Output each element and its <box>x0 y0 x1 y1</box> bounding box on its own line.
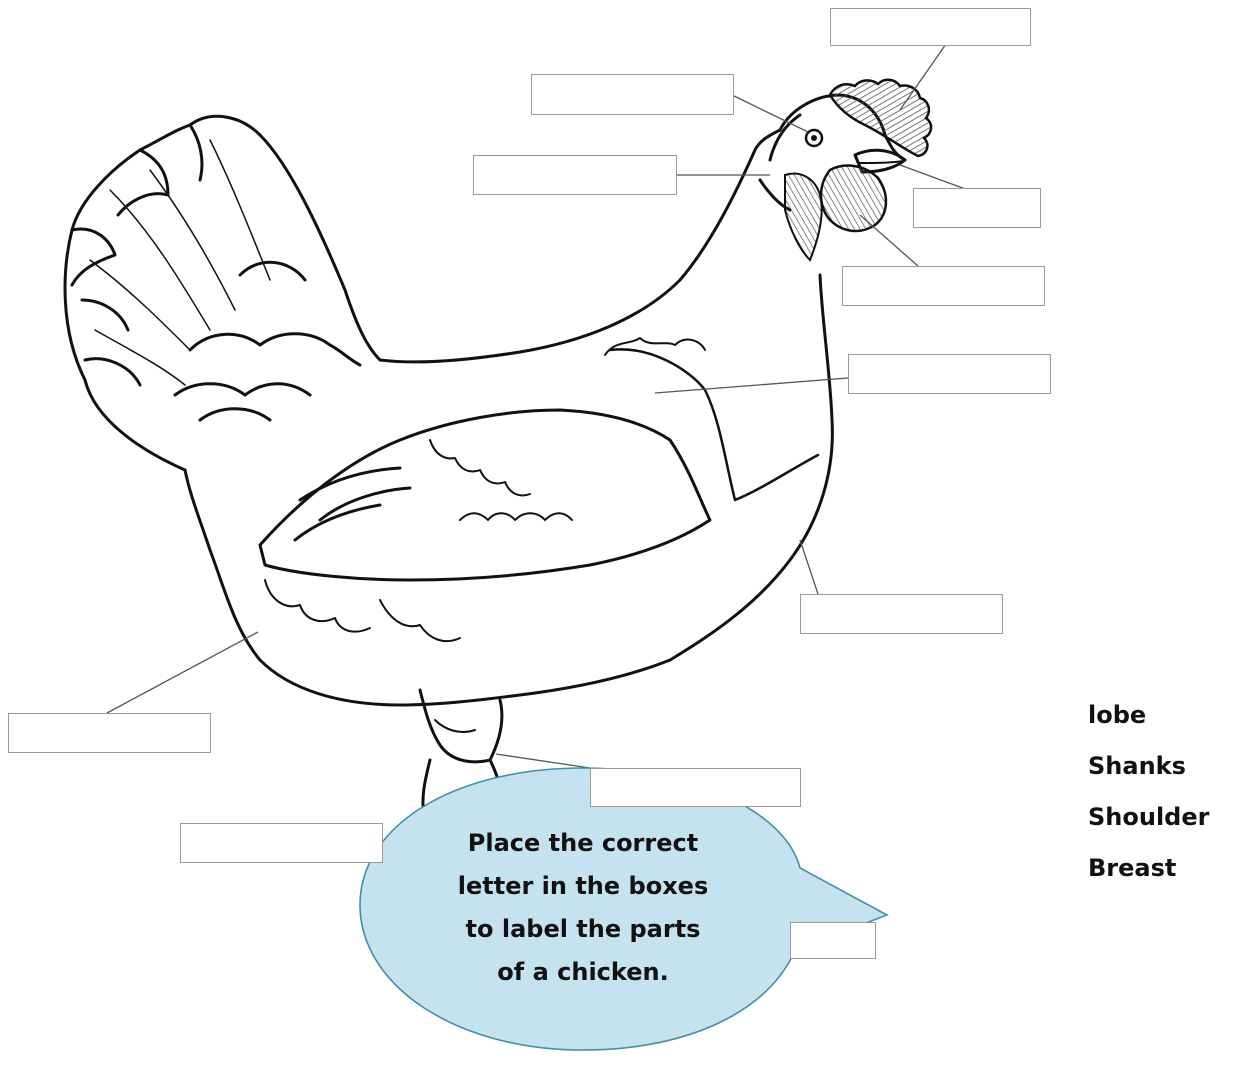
belly-outline <box>183 468 522 707</box>
answer-box-breast[interactable] <box>800 594 1003 634</box>
instruction-line: letter in the boxes <box>457 872 709 900</box>
word-bank-item: lobe <box>1088 701 1147 729</box>
leader-breast <box>799 539 819 595</box>
leader-thigh <box>106 631 259 714</box>
answer-box-shoulder[interactable] <box>848 354 1051 394</box>
answer-box-wattle[interactable] <box>842 266 1045 306</box>
answer-box-eye[interactable] <box>531 74 734 115</box>
eye-circle <box>804 128 824 148</box>
word-bank-item: Breast <box>1088 854 1177 882</box>
speech-bubble <box>359 767 889 1051</box>
leader-comb <box>899 43 947 111</box>
instruction-line: to label the parts <box>465 915 701 943</box>
ear-lobe <box>784 172 823 262</box>
answer-box-beak[interactable] <box>913 188 1041 228</box>
answer-box-shank[interactable] <box>180 823 383 863</box>
instruction-line: of a chicken. <box>497 958 669 986</box>
comb <box>828 78 933 158</box>
answer-box-comb[interactable] <box>830 8 1031 46</box>
wattle <box>819 164 888 233</box>
word-bank-item: Shanks <box>1088 752 1186 780</box>
leader-eye <box>729 93 809 133</box>
answer-box-neck[interactable] <box>473 155 677 195</box>
word-bank-item: Shoulder <box>1088 803 1210 831</box>
instruction-line: Place the correct <box>467 829 699 857</box>
thigh-outline <box>418 688 504 764</box>
instruction-text: Place the correct letter in the boxes to… <box>418 822 748 994</box>
answer-box-hock[interactable] <box>590 768 801 807</box>
word-bank: lobe Shanks Shoulder Breast <box>1088 690 1209 894</box>
leader-beak <box>899 164 969 191</box>
leader-hock <box>495 753 591 769</box>
back-outline <box>378 128 782 364</box>
leader-wattle <box>859 214 919 267</box>
tail-outline <box>63 114 382 472</box>
wing-outline <box>258 408 712 582</box>
answer-box-thigh[interactable] <box>8 713 211 753</box>
answer-box-toes[interactable] <box>790 922 876 959</box>
breast-outline <box>518 273 834 697</box>
leader-shoulder <box>654 377 849 394</box>
